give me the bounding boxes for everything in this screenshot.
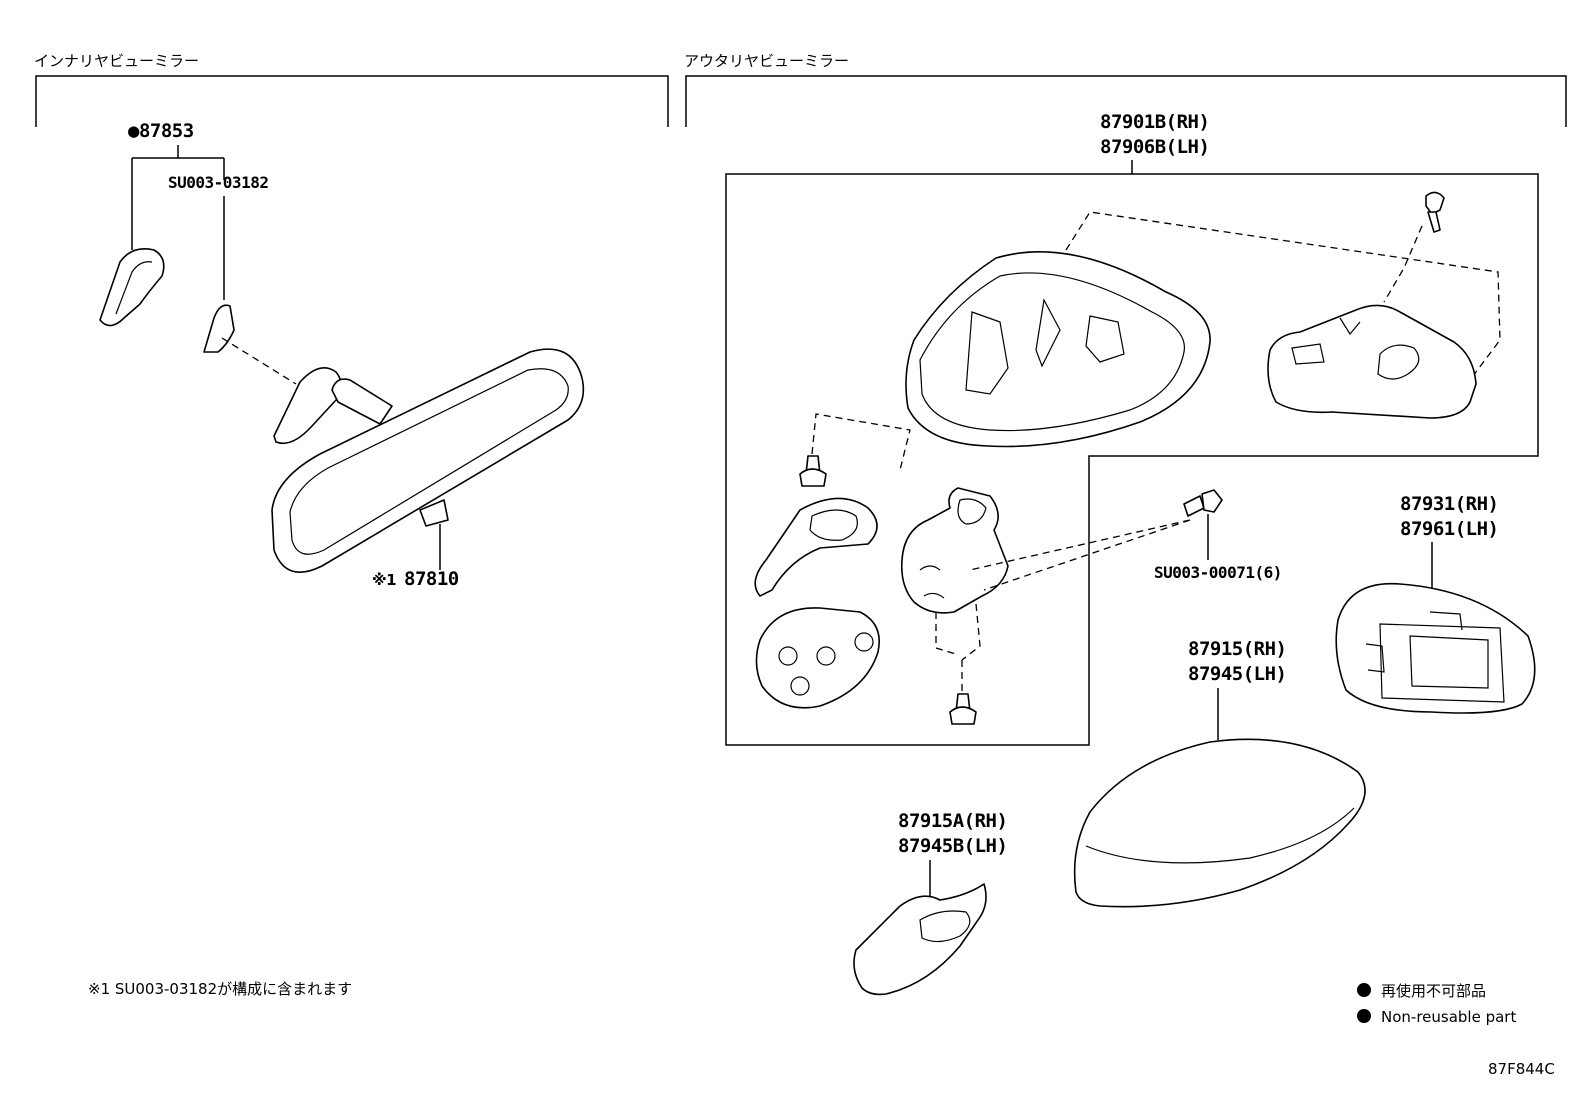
- guide-line-housing: [1065, 211, 1501, 381]
- mirror-base-bracket-details: [919, 498, 987, 599]
- guide-line-bracket-screw: [969, 519, 1191, 591]
- label-87961: 87961(LH): [1400, 518, 1498, 540]
- mirror-housing: [905, 250, 1211, 448]
- mirror-housing-cover: [1073, 738, 1366, 908]
- assembly-boundary: [725, 173, 1539, 746]
- screw-left-head: [799, 468, 827, 487]
- inner-mirror-body: [271, 348, 585, 574]
- label-87901b: 87901B(RH): [1100, 111, 1209, 133]
- mirror-housing-inner-edge: [919, 272, 1185, 432]
- bolt-shank: [1183, 495, 1205, 517]
- guide-line-bracket-bottom: [935, 603, 981, 661]
- mirror-base-gasket: [755, 607, 880, 709]
- legend-bullet-en: [1357, 1009, 1371, 1023]
- guide-line-actuator-screw: [1383, 225, 1423, 303]
- label-87915a: 87915A(RH): [898, 810, 1007, 832]
- mirror-housing-ribs: [965, 298, 1125, 395]
- diagram-code: 87F844C: [1488, 1060, 1555, 1078]
- screw-head-top: [1425, 191, 1445, 215]
- section-bracket-outer: [685, 75, 1567, 127]
- label-87945: 87945(LH): [1188, 663, 1286, 685]
- mirror-base-outer-cover-detail: [919, 910, 971, 943]
- label-su003-00071: SU003-00071(6): [1154, 563, 1282, 582]
- mirror-stay-arm: [331, 378, 393, 425]
- outer-mirror-glass-back-plate: [1365, 611, 1505, 703]
- gasket-hole-1: [778, 646, 798, 666]
- label-87931: 87931(RH): [1400, 493, 1498, 515]
- mirror-screw: [203, 304, 235, 353]
- mirror-base-outer-cover: [853, 883, 987, 996]
- label-87853: ●87853: [128, 120, 194, 142]
- guide-line-screw: [221, 337, 297, 385]
- mirror-actuator: [1267, 304, 1477, 419]
- mirror-actuator-details: [1291, 317, 1420, 380]
- mirror-mount-cover-edge: [115, 261, 153, 315]
- mirror-base-cover: [754, 497, 878, 597]
- gasket-hole-4: [790, 676, 810, 696]
- mirror-mount-cover: [99, 248, 165, 327]
- mirror-stay-base: [273, 366, 342, 445]
- guide-line-screw-left: [811, 413, 911, 471]
- legend-bullet-ja: [1357, 983, 1371, 997]
- screw-shank-top: [1427, 211, 1441, 233]
- gasket-hole-3: [854, 632, 874, 652]
- mirror-housing-cover-edge: [1085, 807, 1355, 864]
- section-title-outer-mirror: アウタリヤビューミラー: [684, 52, 849, 70]
- outer-mirror-glass: [1335, 582, 1536, 714]
- mirror-base-cover-hole: [809, 509, 858, 541]
- leader-87853: [131, 145, 225, 250]
- legend-non-reusable-en: Non-reusable part: [1381, 1008, 1516, 1026]
- label-87915: 87915(RH): [1188, 638, 1286, 660]
- label-87906b: 87906B(LH): [1100, 136, 1209, 158]
- section-title-inner-mirror: インナリヤビューミラー: [34, 52, 199, 70]
- inner-mirror-glass: [289, 368, 569, 555]
- label-87945b: 87945B(LH): [898, 835, 1007, 857]
- section-bracket-inner: [35, 75, 669, 127]
- footnote: ※1 SU003-03182が構成に含まれます: [88, 980, 352, 998]
- bolt-head: [1201, 489, 1223, 513]
- mirror-base-bracket: [900, 487, 1009, 614]
- label-su003-03182: SU003-03182: [168, 173, 268, 192]
- screw-bottom-head: [949, 706, 977, 725]
- legend-non-reusable-ja: 再使用不可部品: [1381, 982, 1486, 1000]
- mirror-harness-stub: [419, 499, 449, 527]
- gasket-hole-2: [816, 646, 836, 666]
